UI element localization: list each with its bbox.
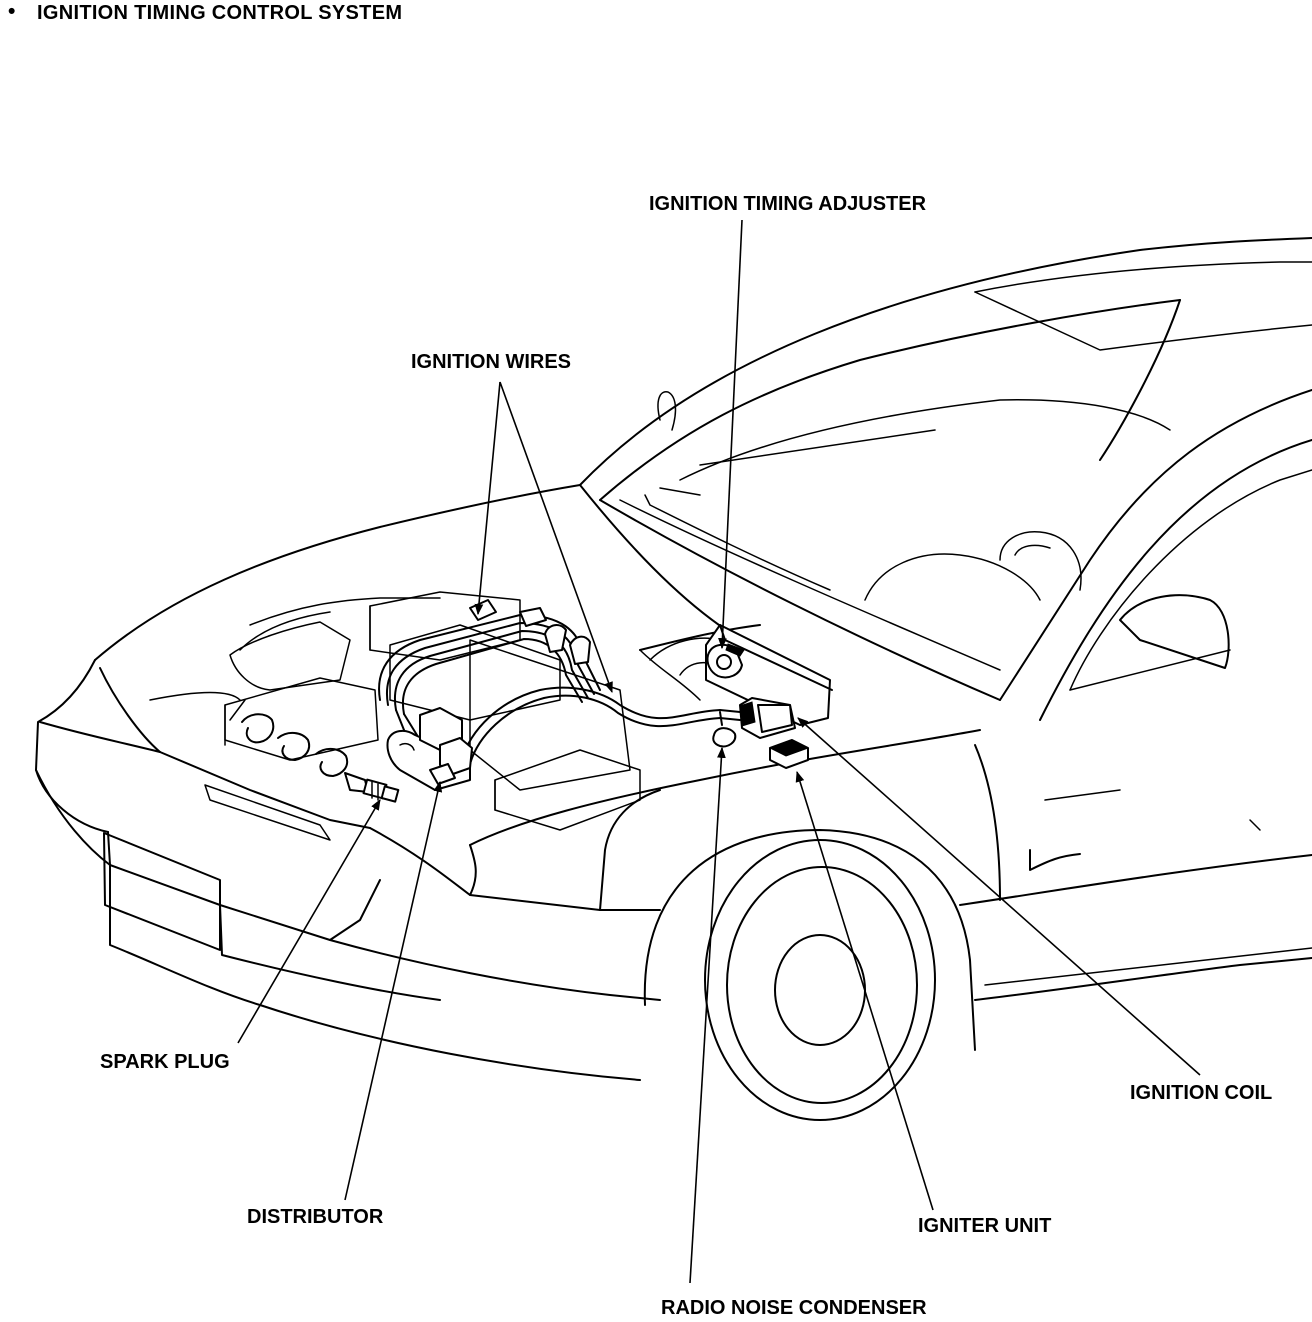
leader-spark-plug <box>237 799 381 1044</box>
label-radio-noise-condenser: RADIO NOISE CONDENSER <box>661 1297 927 1319</box>
label-distributor: DISTRIBUTOR <box>247 1206 384 1228</box>
spark-plug-wells <box>241 713 349 777</box>
leader-ignition-coil <box>797 717 1201 1076</box>
label-ignition-coil: IGNITION COIL <box>1130 1082 1272 1104</box>
leader-igniter-unit <box>795 770 934 1211</box>
leader-timing-adjuster <box>718 219 743 650</box>
car-body-outline <box>35 237 1312 1121</box>
radio-noise-condenser <box>712 711 737 748</box>
ignition-coil <box>739 697 796 739</box>
bullet-mark: • <box>8 0 16 23</box>
spark-plug <box>344 772 400 803</box>
distributor <box>386 707 473 791</box>
ignition-timing-adjuster <box>705 624 833 726</box>
leader-lines <box>237 219 1201 1284</box>
label-igniter-unit: IGNITER UNIT <box>918 1215 1051 1237</box>
label-spark-plug: SPARK PLUG <box>100 1051 230 1073</box>
leader-distributor <box>344 780 443 1201</box>
igniter-unit <box>768 739 810 769</box>
label-ignition-timing-adjuster: IGNITION TIMING ADJUSTER <box>649 193 927 215</box>
ignition-wire-bundle <box>378 599 741 765</box>
page-title: IGNITION TIMING CONTROL SYSTEM <box>37 2 403 24</box>
leader-ignition-wires-b <box>499 381 613 694</box>
leader-radio-noise-condenser <box>689 746 726 1284</box>
label-ignition-wires: IGNITION WIRES <box>411 351 571 373</box>
leader-ignition-wires-a <box>474 381 501 616</box>
